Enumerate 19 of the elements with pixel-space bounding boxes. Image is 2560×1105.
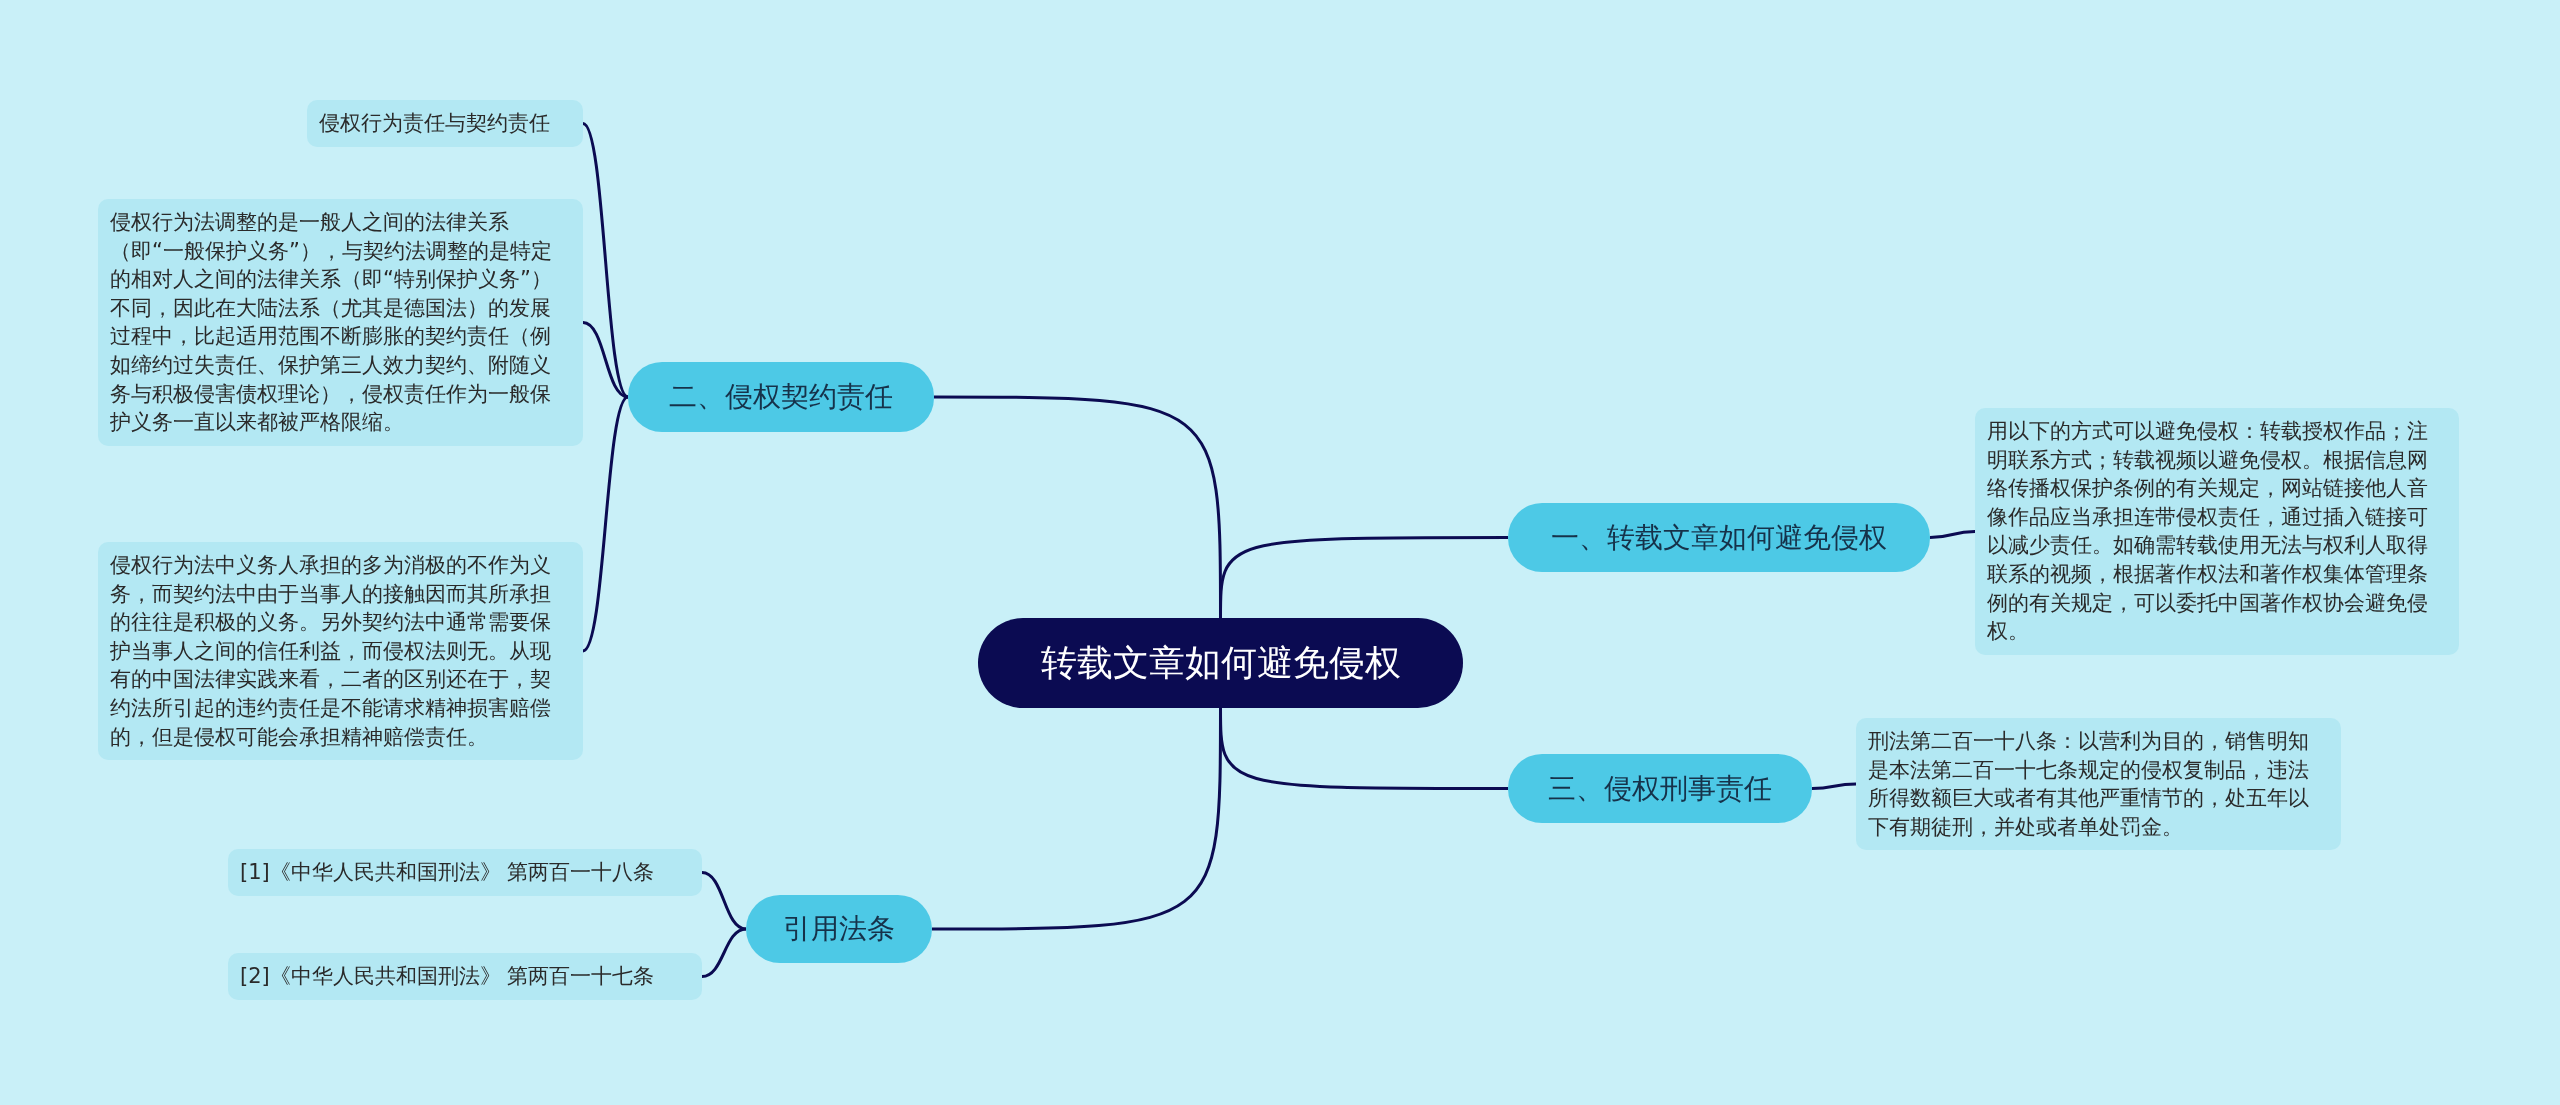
topic-box: 一、转载文章如何避免侵权 <box>1508 503 1930 572</box>
text-box: 侵权行为法调整的是一般人之间的法律关系（即“一般保护义务”），与契约法调整的是特定的相对人之间的法律关系（即“特别保护义务”）不同，因此在大陆法系（尤其是德国法）的发展过程中，比起适用范围不断膨胀的契约责任（例如缔约过失责任、保护第三人效力契约、附随义务与积极侵害债权理论），侵权责任作为一般保护义务一直以来都被严格限缩。 <box>98 199 583 446</box>
connector-line <box>1219 536 1508 618</box>
connector-line <box>701 871 747 931</box>
connector-line <box>1811 782 1857 790</box>
connector-line <box>1929 530 1976 539</box>
text-box: 用以下的方式可以避免侵权：转载授权作品；注明联系方式；转载视频以避免侵权。根据信息网络传播权保护条例的有关规定，网站链接他人音像作品应当承担连带侵权责任，通过插入链接可以减少责任。如确需转载使用无法与权利人取得联系的视频，根据著作权法和著作权集体管理条例的有关规定，可以委托中国著作权协会避免侵权。 <box>1975 408 2459 655</box>
text-box: 刑法第二百一十八条：以营利为目的，销售明知是本法第二百一十七条规定的侵权复制品，违法所得数额巨大或者有其他严重情节的，处五年以下有期徒刑，并处或者单处罚金。 <box>1856 718 2341 851</box>
text-box: 侵权行为法中义务人承担的多为消极的不作为义务，而契约法中由于当事人的接触因而其所承担的往往是积极的义务。另外契约法中通常需要保护当事人之间的信任利益，而侵权法则无。从现有的中国法律实践来看，二者的区别还在于，契约法所引起的违约责任是不能请求精神损害赔偿的，但是侵权可能会承担精神赔偿责任。 <box>98 542 583 761</box>
text-box: [2]《中华人民共和国刑法》 第两百一十七条 <box>228 953 702 1000</box>
topic-box: 引用法条 <box>746 895 932 963</box>
connector-line <box>581 395 630 653</box>
central-topic: 转载文章如何避免侵权 <box>978 618 1463 708</box>
text-box: [1]《中华人民共和国刑法》 第两百一十八条 <box>228 849 702 896</box>
text-box: 侵权行为责任与契约责任 <box>307 100 583 147</box>
topic-box: 二、侵权契约责任 <box>628 362 934 432</box>
connector-line <box>701 927 747 978</box>
topic-box: 三、侵权刑事责任 <box>1508 754 1812 823</box>
connector-line <box>1219 708 1508 790</box>
